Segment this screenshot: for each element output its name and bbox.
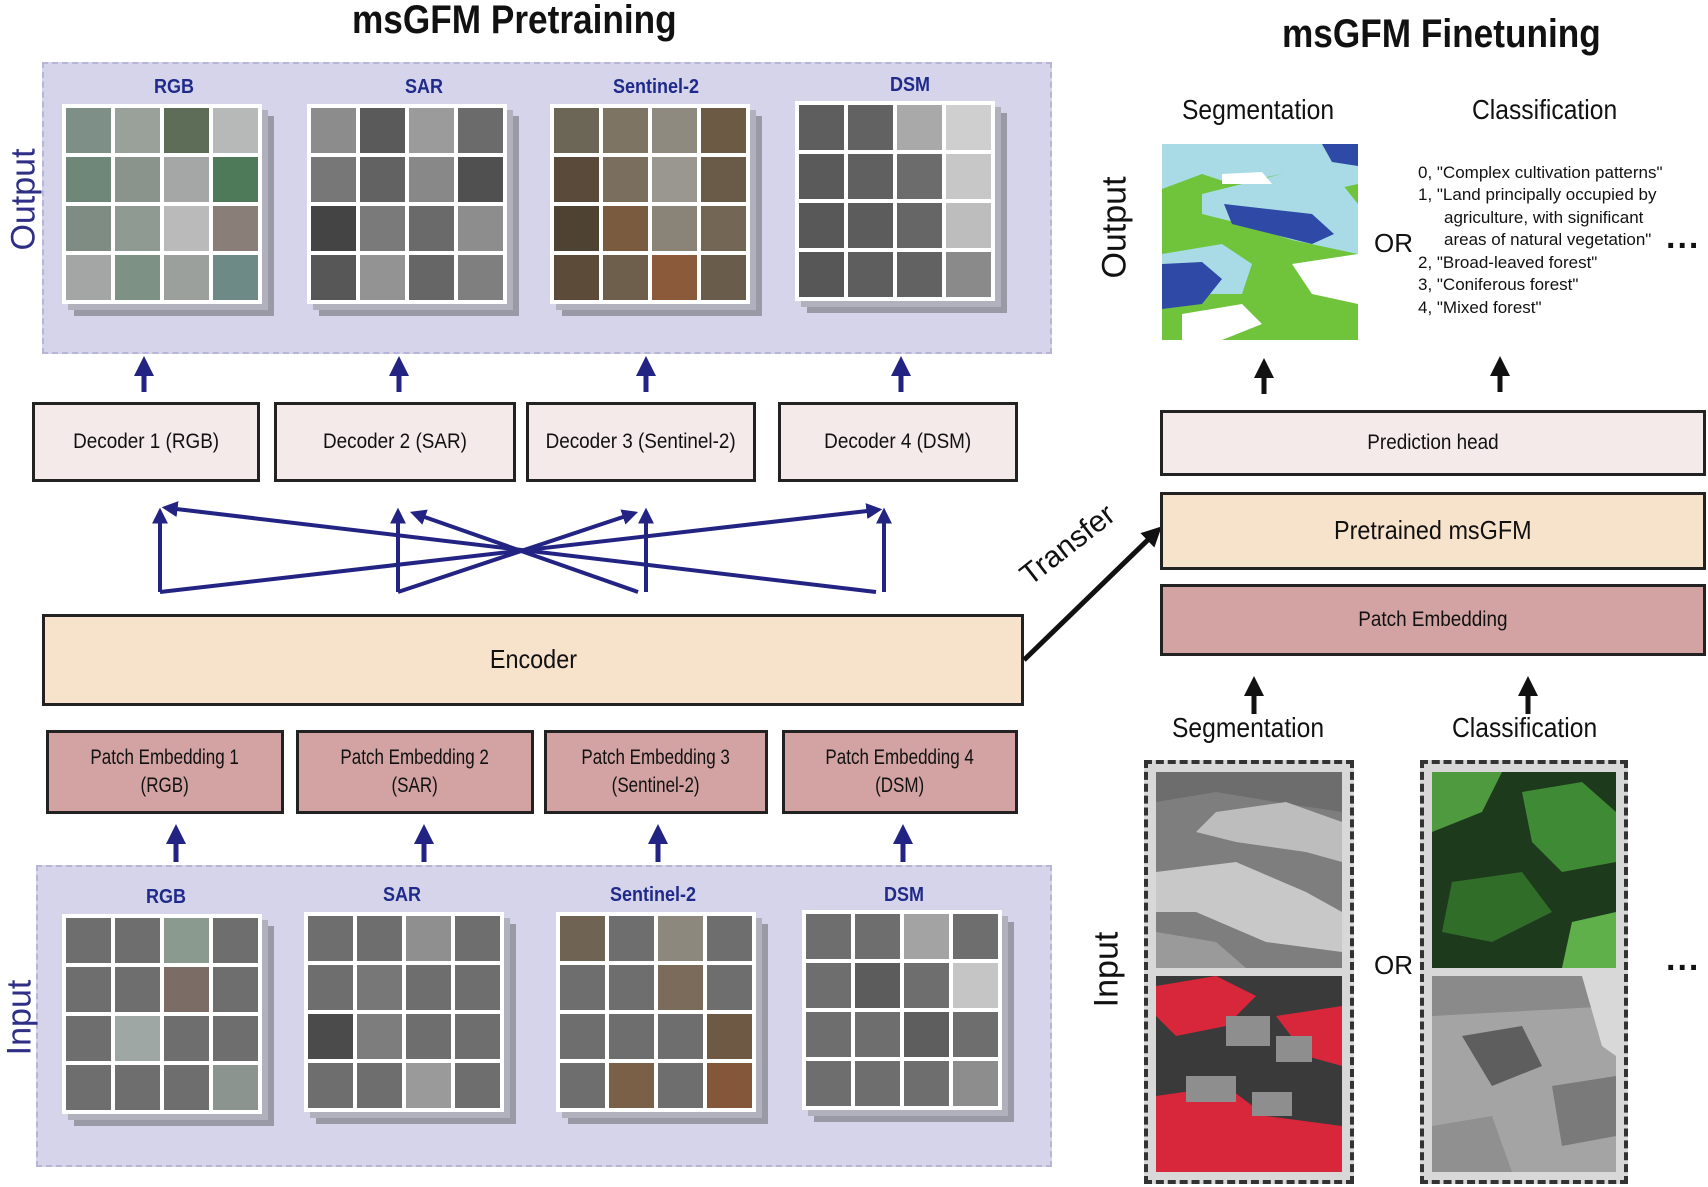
class-item: agriculture, with significant [1444, 207, 1644, 227]
up-arrow-icon [134, 356, 911, 392]
encoder-box: Encoder [42, 614, 1024, 706]
output-label-sar: SAR [404, 76, 443, 98]
class-item: 1, "Land principally occupied by [1418, 185, 1657, 205]
output-label-dsm: DSM [889, 74, 930, 96]
cross-arrows-icon [152, 501, 892, 594]
input-label-sar: SAR [382, 884, 421, 906]
class-item: 2, "Broad-leaved forest" [1418, 252, 1598, 272]
ft-input-or: OR [1374, 950, 1413, 980]
ft-input-ellipsis: ... [1666, 940, 1701, 978]
patch-embedding-rgb: Patch Embedding 1(RGB) [46, 730, 284, 814]
input-up-arrow-icon [166, 824, 913, 862]
input-label-dsm: DSM [883, 884, 924, 906]
output-grid-sar [307, 104, 519, 316]
output-grid-rgb [62, 104, 274, 316]
ft-output-segmentation-label: Segmentation [1182, 94, 1335, 125]
transfer-arrow-icon [1022, 526, 1162, 662]
ft-output-classification-label: Classification [1472, 94, 1618, 125]
pretraining-title: msGFM Pretraining [352, 0, 677, 42]
output-grid-sentinel2 [550, 104, 762, 316]
classification-class-list: 0, "Complex cultivation patterns" 1, "La… [1418, 162, 1663, 319]
decoder-rgb: Decoder 1 (RGB) [32, 402, 260, 482]
class-item: 0, "Complex cultivation patterns" [1418, 163, 1663, 182]
segmentation-input-dsm-image [1156, 772, 1342, 968]
input-grid-sar [304, 912, 516, 1124]
class-item: 3, "Coniferous forest" [1418, 275, 1579, 295]
finetuning-title: msGFM Finetuning [1282, 12, 1601, 56]
output-grid-dsm [795, 101, 1007, 313]
segmentation-input-ir-image [1156, 976, 1342, 1172]
input-label-rgb: RGB [145, 886, 186, 908]
class-item: 4, "Mixed forest" [1418, 297, 1542, 317]
ft-input-side-label: Input [1087, 931, 1126, 1008]
output-label-rgb: RGB [153, 76, 194, 98]
ft-input-classification-label: Classification [1452, 712, 1598, 743]
ft-output-or: OR [1374, 228, 1413, 258]
ft-output-side-label: Output [1095, 176, 1134, 279]
finetune-up-arrow-icon [1244, 356, 1538, 714]
input-grid-dsm [802, 910, 1014, 1122]
pretrained-msgfm-box: Pretrained msGFM [1160, 492, 1706, 570]
prediction-head-box: Prediction head [1160, 410, 1706, 476]
decoder-sentinel2: Decoder 3 (Sentinel-2) [526, 402, 756, 482]
decoder-dsm: Decoder 4 (DSM) [778, 402, 1018, 482]
ft-input-segmentation-label: Segmentation [1172, 712, 1325, 743]
classification-input-sar-image [1432, 976, 1616, 1172]
segmentation-output-map [1162, 144, 1358, 340]
patch-embedding-sentinel2: Patch Embedding 3(Sentinel-2) [544, 730, 768, 814]
decoder-sar: Decoder 2 (SAR) [274, 402, 516, 482]
classification-input-rgb-image [1432, 772, 1616, 968]
input-label-sentinel2: Sentinel-2 [609, 884, 697, 906]
ft-patch-embedding-box: Patch Embedding [1160, 584, 1706, 656]
patch-embedding-sar: Patch Embedding 2(SAR) [296, 730, 534, 814]
output-label-sentinel2: Sentinel-2 [612, 76, 700, 98]
ft-output-ellipsis: ... [1666, 218, 1701, 256]
input-grid-rgb [62, 914, 274, 1126]
input-grid-sentinel2 [556, 912, 768, 1124]
patch-embedding-dsm: Patch Embedding 4(DSM) [782, 730, 1018, 814]
class-item: areas of natural vegetation" [1444, 230, 1652, 250]
